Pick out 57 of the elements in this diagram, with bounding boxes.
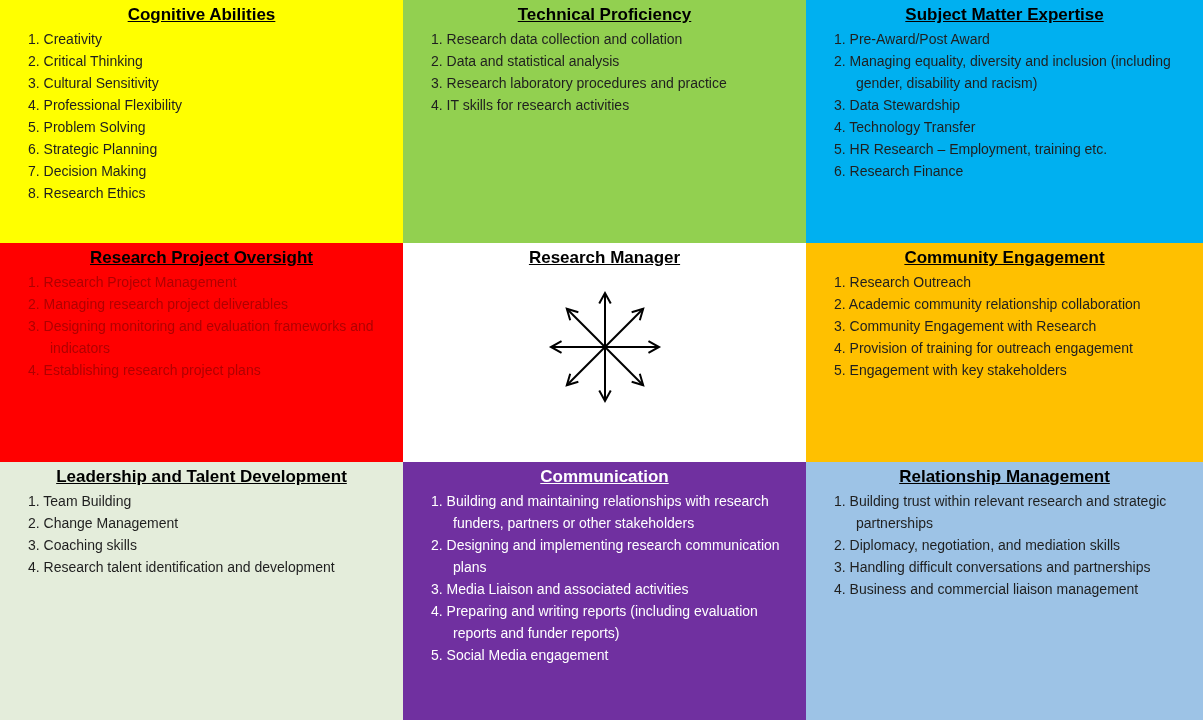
list-item: 3. Cultural Sensitivity [27,74,160,93]
panel-heading: Cognitive Abilities [127,4,276,26]
list-item: 6. Strategic Planning [27,140,159,159]
category-panel [806,243,1203,462]
panel-heading: Subject Matter Expertise [905,4,1104,26]
list-item: 1. Research data collection and collation [430,30,684,49]
category-panel [403,0,806,243]
list-item: 3. Designing monitoring and evaluation frameworks and indicators [27,317,375,358]
list-item: 2. Managing research project deliverables [27,295,289,314]
list-item: 2. Managing equality, diversity and inclusion (including gender, disability and racism) [833,52,1172,93]
category-panel [0,243,403,462]
panel-heading: Communication [540,466,669,488]
list-item: 4. Provision of training for outreach engagement [833,339,1134,358]
list-item: 4. Preparing and writing reports (including evaluation reports and funder reports) [430,602,759,643]
list-item: 4. Professional Flexibility [27,96,184,115]
list-item: 3. Media Liaison and associated activities [430,580,690,599]
category-panel [806,0,1203,243]
list-item: 1. Building trust within relevant research and strategic partnerships [833,492,1168,533]
panel-heading: Technical Proficiency [517,4,692,26]
list-item: 1. Research Project Management [27,273,238,292]
list-item: 5. HR Research – Employment, training etc. [833,140,1109,159]
list-item: 4. Research talent identification and development [27,558,336,577]
list-item: 3. Community Engagement with Research [833,317,1098,336]
category-panel [806,462,1203,720]
list-item: 2. Data and statistical analysis [430,52,621,71]
panel-heading: Community Engagement [904,247,1105,269]
list-item: 4. Technology Transfer [833,118,977,137]
list-item: 1. Team Building [27,492,133,511]
panel-heading: Relationship Management [899,466,1110,488]
list-item: 4. IT skills for research activities [430,96,631,115]
list-item: 8. Research Ethics [27,184,147,203]
panel-heading: Research Manager [528,247,681,269]
list-item: 7. Decision Making [27,162,148,181]
category-panel [0,462,403,720]
list-item: 2. Change Management [27,514,180,533]
list-item: 4. Business and commercial liaison management [833,580,1140,599]
list-item: 3. Data Stewardship [833,96,962,115]
list-item: 2. Diplomacy, negotiation, and mediation skills [833,536,1122,555]
list-item: 1. Research Outreach [833,273,972,292]
panel-heading: Leadership and Talent Development [56,466,347,488]
list-item: 2. Designing and implementing research communication plans [430,536,781,577]
category-panel [403,462,806,720]
list-item: 3. Coaching skills [27,536,138,555]
list-item: 4. Establishing research project plans [27,361,262,380]
list-item: 5. Problem Solving [27,118,147,137]
list-item: 5. Engagement with key stakeholders [833,361,1068,380]
list-item: 6. Research Finance [833,162,965,181]
list-item: 1. Creativity [27,30,103,49]
list-item: 3. Handling difficult conversations and partnerships [833,558,1152,577]
list-item: 5. Social Media engagement [430,646,610,665]
list-item: 3. Research laboratory procedures and practice [430,74,728,93]
panel-heading: Research Project Oversight [90,247,313,269]
list-item: 2. Critical Thinking [27,52,144,71]
list-item: 2. Academic community relationship collaboration [833,295,1142,314]
list-item: 1. Building and maintaining relationships with research funders, partners or other stakeholders [430,492,770,533]
category-panel [0,0,403,243]
list-item: 1. Pre-Award/Post Award [833,30,991,49]
